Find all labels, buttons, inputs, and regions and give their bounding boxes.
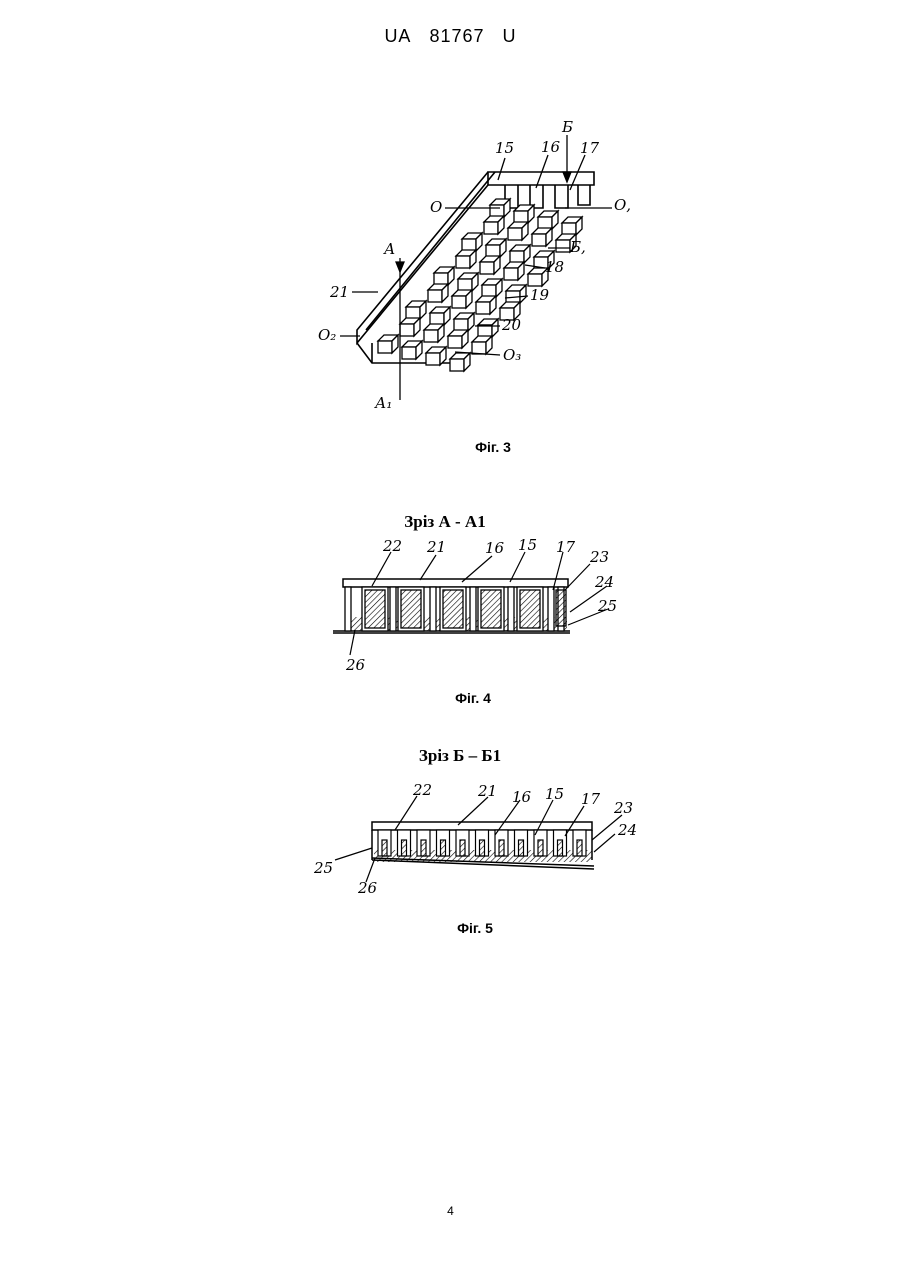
rib-hatched xyxy=(577,840,582,856)
fig4-label-26: 26 xyxy=(345,656,366,674)
cell-hatched xyxy=(401,590,421,628)
fig4-label-17: 17 xyxy=(556,538,576,556)
fig4-label-16: 16 xyxy=(485,539,505,557)
cell-hatched xyxy=(520,590,540,628)
figure-5-caption: Фіг. 5 xyxy=(375,920,575,936)
rib xyxy=(470,587,476,631)
rib-hatched xyxy=(421,840,426,856)
fig5-label-24: 24 xyxy=(617,821,637,839)
rib-hatched xyxy=(382,840,387,856)
rib xyxy=(430,587,436,631)
fin-face xyxy=(454,319,468,331)
fin-face xyxy=(434,273,448,285)
fin-face xyxy=(478,325,492,337)
fig3-label-a1: А₁ xyxy=(374,394,392,412)
fig5-label-25: 25 xyxy=(313,859,333,877)
fig3-label-19: 19 xyxy=(530,286,550,304)
fin-face xyxy=(562,223,576,235)
figure-5-title: Зріз Б – Б1 xyxy=(340,746,580,766)
edge-hatched xyxy=(556,590,566,626)
fig3-label-o1: О, xyxy=(614,196,631,214)
fin-face xyxy=(480,262,494,274)
figure-4-drawing: 22 21 16 15 17 23 24 25 26 xyxy=(0,530,901,680)
figure-3-drawing: 15 16 Б 17 О О, А Б, 18 21 19 20 О₂ О₃ А… xyxy=(0,0,901,440)
cell-hatched xyxy=(481,590,501,628)
rib xyxy=(390,587,396,631)
fig3-label-b1: Б, xyxy=(569,238,586,256)
fin-face xyxy=(504,268,518,280)
fin-face xyxy=(476,302,490,314)
cell-hatched xyxy=(443,590,463,628)
fin-face xyxy=(448,336,462,348)
fin-face xyxy=(514,211,528,223)
fig4-label-25: 25 xyxy=(597,597,617,615)
fin-face xyxy=(426,353,440,365)
fig3-label-17: 17 xyxy=(580,139,600,157)
fin-face xyxy=(486,245,500,257)
fig3-label-o3: О₃ xyxy=(503,346,521,364)
fin-face xyxy=(462,239,476,251)
fin-face xyxy=(472,342,486,354)
rib xyxy=(508,587,514,631)
rib-hatched xyxy=(558,840,563,856)
fig3-label-21: 21 xyxy=(329,283,349,301)
fin-face xyxy=(528,274,542,286)
fin-face xyxy=(430,313,444,325)
rib-hatched xyxy=(460,840,465,856)
fin-face xyxy=(450,359,464,371)
fig4-label-15: 15 xyxy=(518,536,537,554)
fin-face xyxy=(428,290,442,302)
fig3-label-16: 16 xyxy=(541,138,561,156)
figure-3-caption: Фіг. 3 xyxy=(393,439,593,455)
fig3-label-a: А xyxy=(383,240,395,258)
page-number: 4 xyxy=(0,1204,901,1218)
fig3-label-15: 15 xyxy=(495,139,514,157)
fig5-label-26: 26 xyxy=(357,879,378,897)
fig4-label-24: 24 xyxy=(594,573,614,591)
fin-face xyxy=(556,240,570,252)
fin-face xyxy=(452,296,466,308)
fin-face xyxy=(510,251,524,263)
rib-hatched xyxy=(538,840,543,856)
cell-hatched xyxy=(365,590,385,628)
fig5-label-16: 16 xyxy=(512,788,532,806)
rib xyxy=(345,587,351,631)
fin-face xyxy=(538,217,552,229)
fig5-label-15: 15 xyxy=(545,785,564,803)
fig4-label-21: 21 xyxy=(426,538,446,556)
rib xyxy=(548,587,554,631)
fig3-label-b: Б xyxy=(561,118,573,136)
fin-face xyxy=(532,234,546,246)
fin-face xyxy=(400,324,414,336)
figure-4-caption: Фіг. 4 xyxy=(373,690,573,706)
fig4-label-22: 22 xyxy=(382,537,402,555)
rib-hatched xyxy=(480,840,485,856)
fig5-label-23: 23 xyxy=(613,799,633,817)
rib-hatched xyxy=(402,840,407,856)
fig3-label-o2: О₂ xyxy=(318,326,336,344)
fig5-label-22: 22 xyxy=(412,781,432,799)
rib-hatched xyxy=(519,840,524,856)
fin-face xyxy=(458,279,472,291)
fin-face xyxy=(424,330,438,342)
fin-face xyxy=(484,222,498,234)
fin-face xyxy=(490,205,504,217)
rib-hatched xyxy=(441,840,446,856)
fin-face xyxy=(508,228,522,240)
fig3-label-o: О xyxy=(430,198,442,216)
fin-face xyxy=(406,307,420,319)
figure-5-drawing: 22 21 16 15 17 23 24 25 26 xyxy=(0,775,901,905)
fin-face xyxy=(482,285,496,297)
fig4-label-23: 23 xyxy=(589,548,609,566)
rib-hatched xyxy=(499,840,504,856)
fig3-label-20: 20 xyxy=(501,316,522,334)
fin-face xyxy=(378,341,392,353)
fig5-label-17: 17 xyxy=(581,790,601,808)
fin-face xyxy=(402,347,416,359)
fig5-label-21: 21 xyxy=(477,782,497,800)
fin-face xyxy=(456,256,470,268)
figure-4-title: Зріз А - А1 xyxy=(325,512,565,532)
fig3-label-18: 18 xyxy=(545,258,564,276)
